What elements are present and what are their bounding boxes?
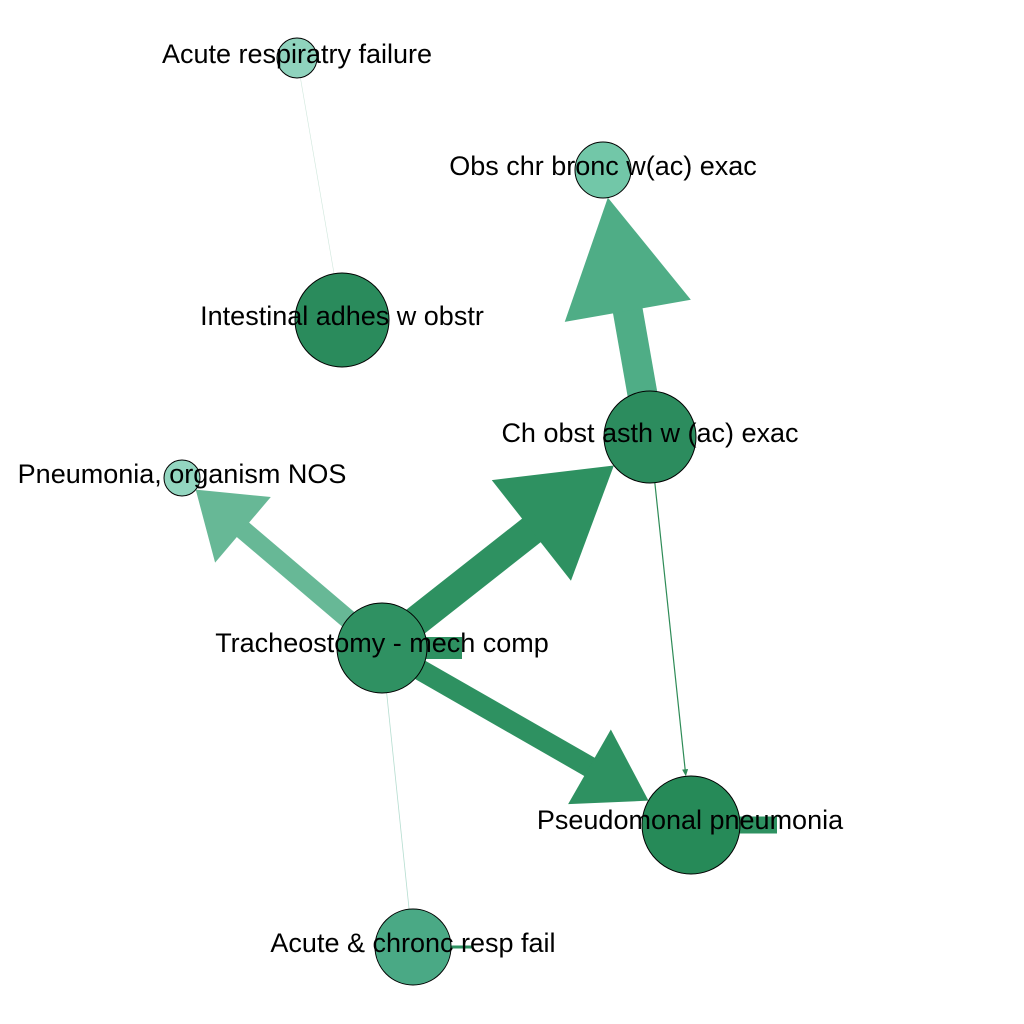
node-label-tracheostomy: Tracheostomy - mech comp xyxy=(215,628,549,658)
edge-ch_obst_asth-to-pseudomonal xyxy=(651,459,689,777)
node-tracheostomy xyxy=(336,602,428,694)
node-acute_chronic_resp xyxy=(374,908,452,986)
node-label-acute_chronic_resp: Acute & chronc resp fail xyxy=(270,928,555,958)
node-ch_obst_asth xyxy=(603,390,697,484)
node-label-pneumonia_nos: Pneumonia, organism NOS xyxy=(18,459,347,489)
edge-ch_obst_asth-to-obs_chr_bronc xyxy=(564,197,691,417)
node-label-intestinal_adhes: Intestinal adhes w obstr xyxy=(200,301,484,331)
node-acute_resp_failure xyxy=(276,37,318,79)
node-intestinal_adhes xyxy=(294,272,390,368)
node-pseudomonal xyxy=(641,775,741,875)
node-label-obs_chr_bronc: Obs chr bronc w(ac) exac xyxy=(449,151,757,181)
node-label-ch_obst_asth: Ch obst asth w (ac) exac xyxy=(501,418,798,448)
edge-tracheostomy-to-acute_chronic_resp xyxy=(381,647,414,948)
edge-tracheostomy-to-pseudomonal xyxy=(396,650,649,805)
node-label-acute_resp_failure: Acute respiratry failure xyxy=(162,39,432,69)
edge-tracheostomy-to-ch_obst_asth xyxy=(390,465,614,646)
node-pneumonia_nos xyxy=(163,459,201,497)
node-obs_chr_bronc xyxy=(574,141,632,199)
nodes-layer xyxy=(163,37,741,986)
node-label-pseudomonal: Pseudomonal pneumonia xyxy=(537,805,844,835)
edge-tracheostomy-to-pneumonia_nos xyxy=(195,489,372,641)
